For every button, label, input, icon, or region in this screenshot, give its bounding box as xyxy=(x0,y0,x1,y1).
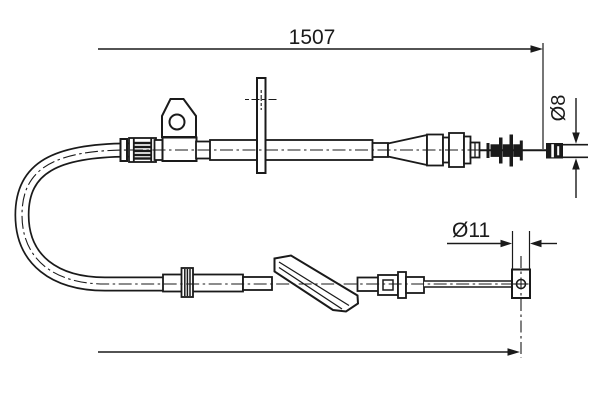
arrowhead-right xyxy=(507,348,520,356)
mounting-bracket xyxy=(161,98,198,162)
dimension-diameter-11: Ø11 xyxy=(447,219,557,269)
cable-centerline xyxy=(21,149,548,285)
length-value: 1507 xyxy=(289,26,336,49)
clamp-band xyxy=(180,267,194,298)
dimension-length: 1507 xyxy=(98,26,544,149)
collar-fitting xyxy=(397,271,407,299)
arrowhead-down xyxy=(572,132,580,144)
connector-block xyxy=(377,274,399,296)
bracket-hole xyxy=(168,113,186,131)
arrowhead-left xyxy=(530,239,542,248)
diameter11-value: Ø11 xyxy=(452,219,490,242)
collar-fitting xyxy=(119,138,128,162)
arrowhead-right xyxy=(530,45,543,53)
lower-sleeve xyxy=(162,273,244,293)
flat-bracket xyxy=(245,77,279,174)
arrowhead-right xyxy=(500,239,512,248)
diameter8-value: Ø8 xyxy=(548,95,570,122)
cable-outer-casing xyxy=(14,142,372,292)
short-tube xyxy=(405,276,425,294)
dimension-diameter-8: Ø8 xyxy=(548,95,580,198)
upper-run-fittings xyxy=(119,98,374,163)
centerlines xyxy=(21,149,548,358)
dimension-bottom-length xyxy=(98,348,520,356)
cable-end-nipple xyxy=(546,143,588,159)
arrowhead-up xyxy=(572,158,580,170)
